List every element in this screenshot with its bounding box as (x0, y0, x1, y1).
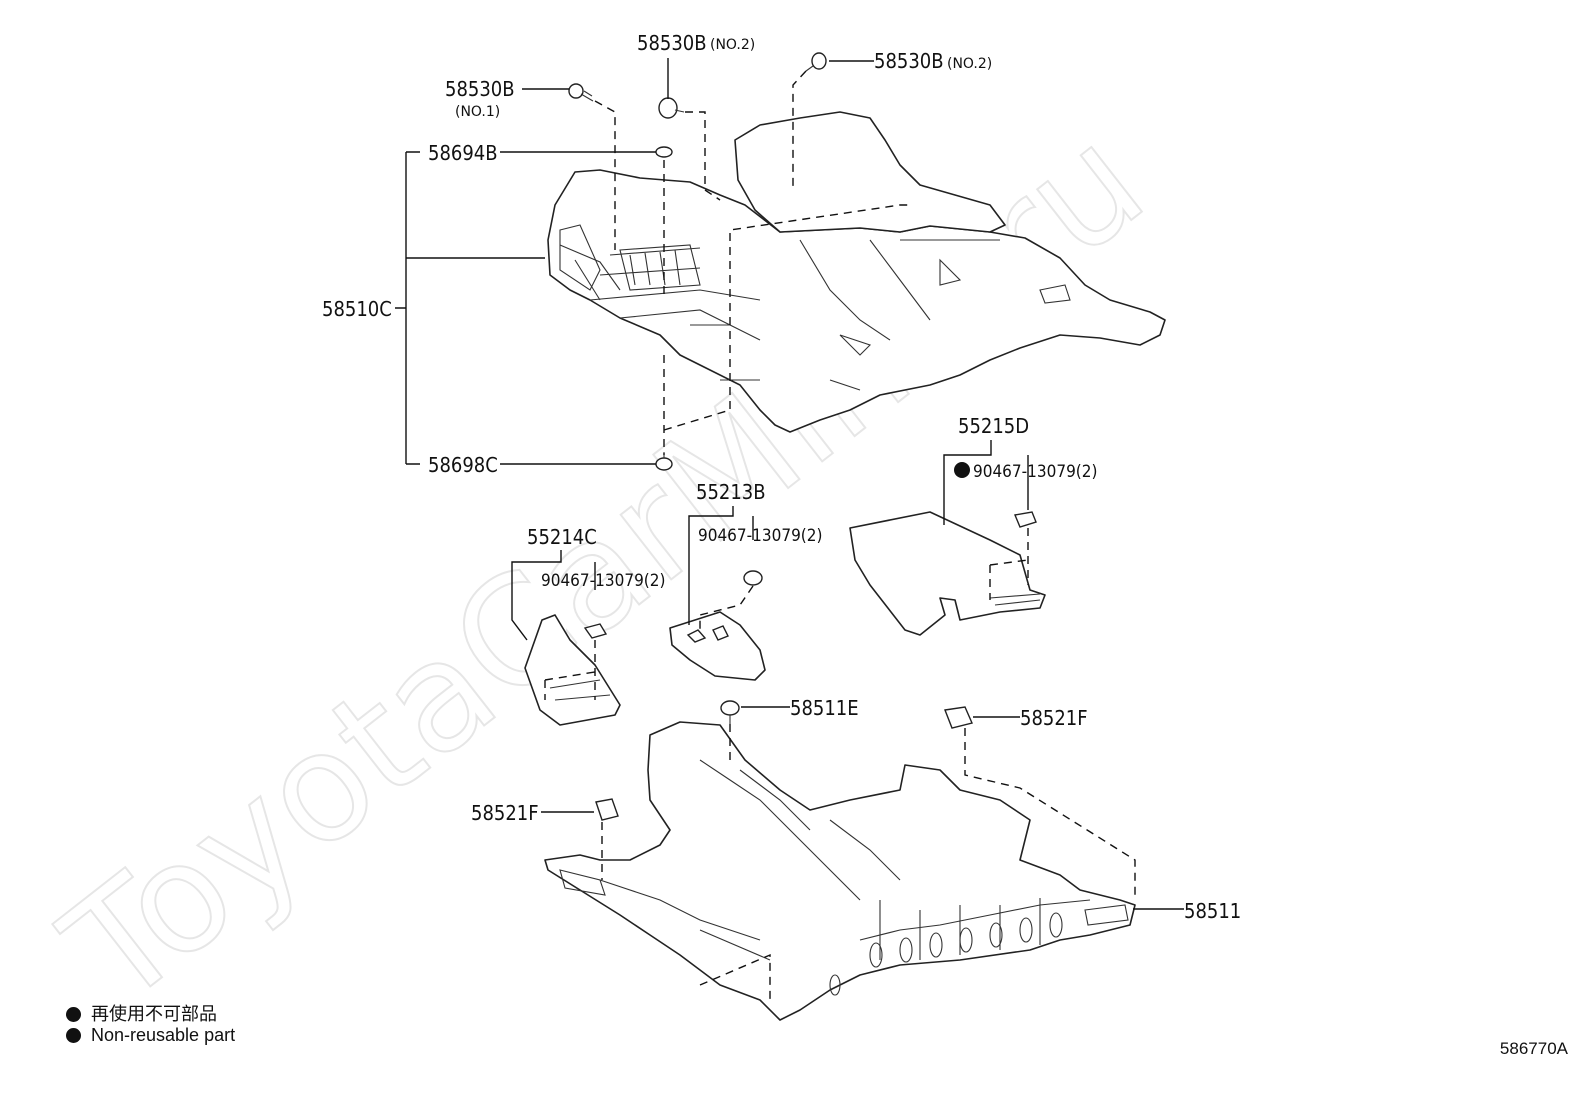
label-58511: 58511 (1184, 899, 1241, 923)
label-58530B-no2-top: 58530B (637, 31, 707, 55)
legend-jp: 再使用不可部品 (66, 1000, 217, 1026)
non-reusable-dot (954, 462, 970, 478)
diagram-code: 586770A (1499, 1039, 1568, 1058)
clip-58530B-no2-right (805, 52, 827, 72)
label-58698C: 58698C (428, 453, 498, 477)
clip-58521F-left (595, 798, 619, 821)
clip-58511E (720, 700, 740, 724)
label-no2-top: (NO.2) (710, 37, 755, 53)
legend-line2: Non-reusable part (91, 1025, 236, 1045)
clip-90467-c (583, 623, 608, 639)
label-58530B-no1: 58530B (445, 77, 515, 101)
label-no2-right: (NO.2) (947, 56, 992, 72)
label-58530B-no2-right: 58530B (874, 49, 944, 73)
clip-90467-d (1014, 511, 1037, 528)
label-58511E: 58511E (790, 696, 859, 720)
clip-58530B-no2-top (658, 97, 685, 119)
label-55213B: 55213B (696, 480, 766, 504)
legend-dot-icon (66, 1007, 81, 1022)
label-90467-b: 90467-13079(2) (698, 526, 822, 546)
label-55214C: 55214C (527, 525, 597, 549)
label-no1: (NO.1) (455, 104, 500, 120)
legend-dot-icon (66, 1028, 81, 1043)
mat-55215D (849, 511, 1046, 636)
legend-line1: 再使用不可部品 (91, 1004, 217, 1024)
carpet-front-58510C (547, 111, 1166, 433)
mat-55213B (669, 611, 766, 681)
label-90467-c: 90467-13079(2) (541, 571, 665, 591)
label-58521F-left: 58521F (471, 801, 539, 825)
grommet-58694B (655, 146, 673, 158)
clip-58521F-right (944, 706, 973, 729)
label-90467-d: 90467-13079(2) (973, 462, 1097, 482)
labels: 58530B (NO.2) 58530B (NO.2) 58530B (NO.1… (322, 31, 1241, 923)
silencer-58511 (544, 721, 1136, 1021)
label-58694B: 58694B (428, 141, 498, 165)
mat-55214C (524, 614, 621, 726)
legend-en: Non-reusable part (66, 1025, 235, 1046)
label-58510C: 58510C (322, 297, 392, 321)
label-55215D: 55215D (958, 414, 1029, 438)
clip-58530B-no1 (568, 83, 594, 102)
leader-lines (395, 58, 1184, 910)
label-58521F-right: 58521F (1020, 706, 1088, 730)
clip-90467-b (743, 570, 763, 586)
dashed-lines (544, 70, 1136, 1000)
